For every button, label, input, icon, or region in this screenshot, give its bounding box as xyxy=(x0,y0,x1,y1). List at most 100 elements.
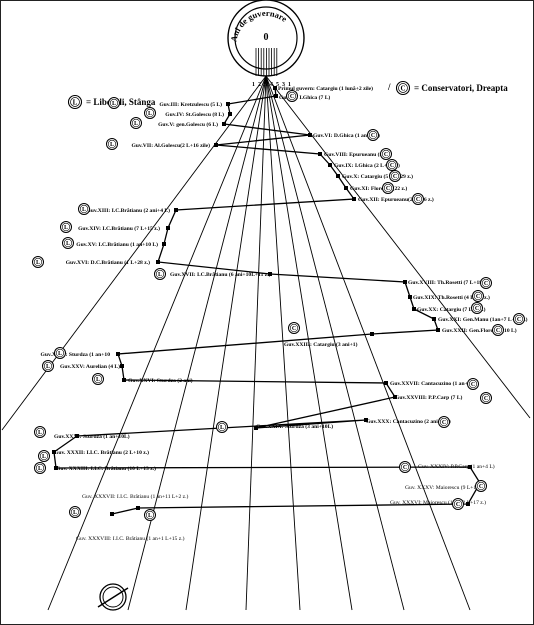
party-badge: L xyxy=(60,221,72,233)
government-label: Guv.XXV: Aurelian (4 L) xyxy=(60,363,120,370)
party-badge: L xyxy=(106,138,118,150)
party-badge: C xyxy=(513,313,525,325)
party-badge: C xyxy=(380,148,392,160)
government-label: Guv.XXIX: Sturdza (3 ani+10L) xyxy=(256,423,333,430)
party-badge: C xyxy=(452,498,464,510)
party-badge: L xyxy=(62,237,74,249)
fan-line xyxy=(1,75,267,431)
government-label: Guv.XIX: Th.Rosetti (4 L+10 z.) xyxy=(413,294,490,301)
fan-line xyxy=(47,75,267,611)
party-badge-letter: L xyxy=(134,121,138,127)
government-label: Guv. XXXVI: Maiorescu (1 an+2 L+17 z.) xyxy=(390,499,486,506)
party-badge: C xyxy=(386,159,398,171)
dial-center-value: 0 xyxy=(264,32,269,43)
party-badge-letter: C xyxy=(403,465,407,471)
party-badge: L xyxy=(144,107,156,119)
dial-scale-mark: 2 xyxy=(258,82,261,88)
government-marker xyxy=(273,86,277,90)
party-badge: L xyxy=(54,347,66,359)
government-marker xyxy=(268,272,272,276)
party-badge-letter: L xyxy=(38,430,42,436)
party-badge-letter: L xyxy=(96,377,100,383)
party-badge-letter: C xyxy=(475,306,479,312)
government-zigzag-line xyxy=(53,87,481,515)
government-marker xyxy=(136,506,140,510)
government-label: Guv. II: I.Ghica (7 L) xyxy=(279,94,330,101)
government-label: Guv.III: Kretzulescu (5 L) xyxy=(159,101,222,108)
party-badge: C xyxy=(412,193,424,205)
party-badge: L xyxy=(92,373,104,385)
government-label: Guv.XII: Epurueanu(2 L+26 z.) xyxy=(358,196,434,203)
party-badge-letter: C xyxy=(386,186,390,192)
government-marker xyxy=(156,260,160,264)
party-badge-letter: C xyxy=(390,163,394,169)
party-badge-letter: C xyxy=(393,174,397,180)
party-badge-letter: L xyxy=(73,510,77,516)
party-badge: C xyxy=(471,302,483,314)
party-badge-letter: C xyxy=(456,502,460,508)
party-badge-letter: L xyxy=(82,207,86,213)
government-marker xyxy=(436,328,440,332)
legend-liberal-text: = Liberali, Stânga xyxy=(86,97,156,107)
party-badge-letter: L xyxy=(42,454,46,460)
dial-scale-mark: 3 xyxy=(282,82,285,88)
party-badge-letter: L xyxy=(112,101,116,107)
dial-scale-mark: 4 xyxy=(270,82,273,88)
government-label: Guv.XXIV: Sturdza (1 an+10 xyxy=(41,351,111,358)
legend-conservative-symbol: C xyxy=(400,85,405,93)
party-badge-letter: C xyxy=(292,326,296,332)
government-label: Guv.VII: Al.Golescu(2 L+16 zile) xyxy=(131,142,210,149)
government-marker xyxy=(120,364,124,368)
government-marker xyxy=(344,186,348,190)
government-label: Guv. XXXV: Maiorescu (9 L+17 z.) xyxy=(405,484,486,491)
government-markers: Primul guvern: Catargiu (1 lună+2 zile)G… xyxy=(32,85,528,542)
government-label: Guv.XXIII: Catargiu (3 ani+1) xyxy=(284,341,358,348)
party-badge: L xyxy=(154,268,166,280)
party-badge: C xyxy=(367,129,379,141)
party-badge-letter: C xyxy=(471,382,475,388)
government-marker xyxy=(403,280,407,284)
government-marker xyxy=(226,102,230,106)
fan-line xyxy=(265,75,531,419)
legend-conservative-text: = Conservatori, Dreapta xyxy=(414,83,508,93)
government-label: Guv.XXVI: Sturdza (2 ani) xyxy=(128,377,193,384)
government-marker xyxy=(412,307,416,311)
government-marker xyxy=(393,395,397,399)
legend-liberal-symbol: L xyxy=(73,99,78,107)
government-label: Guv.IX: I.Ghica (2 L+21 z.) xyxy=(334,162,400,169)
party-badge: C xyxy=(382,182,394,194)
government-marker xyxy=(352,197,356,201)
government-marker xyxy=(468,465,472,469)
fan-line xyxy=(127,75,267,611)
fan-line xyxy=(265,75,471,611)
party-badge: C xyxy=(480,392,492,404)
party-badge: C xyxy=(389,170,401,182)
compass-icon xyxy=(97,583,129,611)
government-label: Guv.XXI: Gen.Manu (1an+7 L+10 z.) xyxy=(438,316,528,323)
party-badge: C xyxy=(492,324,504,336)
party-badge-letter: C xyxy=(484,396,488,402)
party-badge-letter: L xyxy=(46,364,50,370)
government-marker xyxy=(122,378,126,382)
party-badge: L xyxy=(38,450,50,462)
party-badge-letter: L xyxy=(58,351,62,357)
fan-lines xyxy=(1,75,531,611)
party-badge: L xyxy=(216,421,228,433)
government-marker xyxy=(384,381,388,385)
government-marker xyxy=(228,112,232,116)
dial-scale-mark: 1 xyxy=(252,82,255,88)
government-label: Guv. XXXII: I.I.C. Brătianu (2 L+10 z.) xyxy=(54,449,149,456)
government-marker xyxy=(174,208,178,212)
dial-scale-mark: 1 xyxy=(288,82,291,88)
party-badge-letter: C xyxy=(371,133,375,139)
government-label: Guv.V: gen.Golescu (6 L) xyxy=(158,121,218,128)
legend: L = Liberali, Stânga / C = Conservatori,… xyxy=(67,80,508,110)
dial-ticks xyxy=(255,48,278,76)
party-badge: L xyxy=(32,256,44,268)
party-badge: C xyxy=(438,416,450,428)
party-badge-letter: L xyxy=(148,111,152,117)
party-badge-letter: L xyxy=(220,425,224,431)
government-marker xyxy=(466,502,470,506)
government-marker xyxy=(336,174,340,178)
